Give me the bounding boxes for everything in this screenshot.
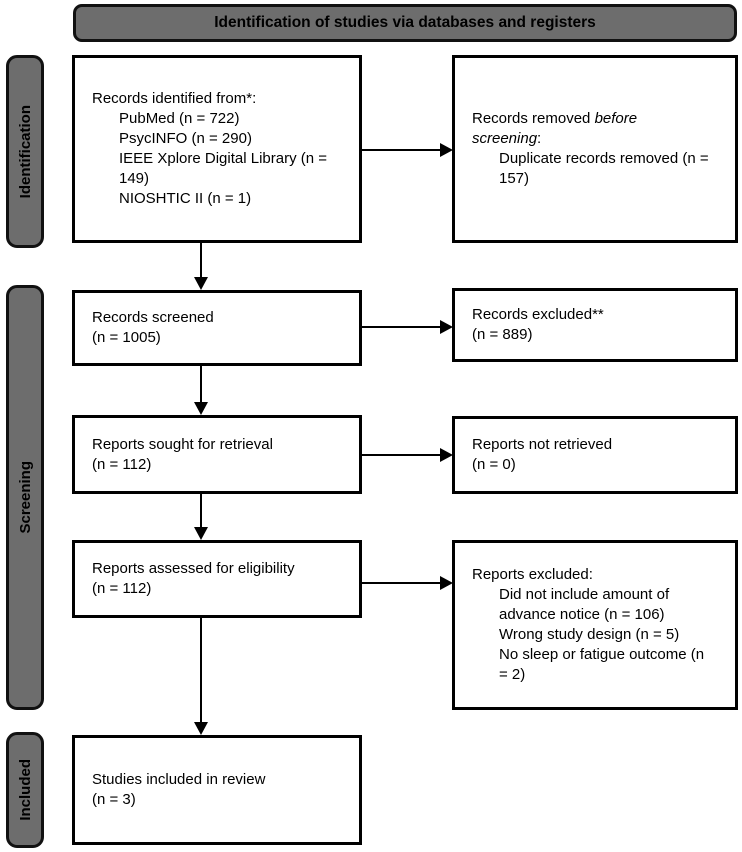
arrow-line-assessed-to-included [200, 618, 202, 724]
arrowhead-right-icon [440, 320, 453, 334]
phase-included-label: Included [16, 759, 34, 821]
sidebar-phase-screening: Screening [6, 285, 44, 710]
box-records-excluded: Records excluded** (n = 889) [452, 288, 738, 362]
arrowhead-right-icon [440, 576, 453, 590]
box-reports-not-retrieved: Reports not retrieved (n = 0) [452, 416, 738, 494]
records-excluded-line2: (n = 889) [472, 326, 533, 343]
reports-sought-line2: (n = 112) [92, 455, 152, 473]
arrow-line-assessed-to-excluded [362, 582, 442, 584]
diagram-header-label: Identification of studies via databases … [214, 14, 596, 31]
arrow-line-sought-to-assessed [200, 494, 202, 528]
records-removed-item: Duplicate records removed (n = 157) [499, 150, 709, 187]
records-identified-item: PsycINFO (n = 290) [119, 130, 252, 147]
studies-included-line1: Studies included in review [92, 771, 266, 788]
arrow-line-screened-to-excluded [362, 326, 442, 328]
box-reports-excluded: Reports excluded: Did not include amount… [452, 540, 738, 710]
sidebar-phase-included: Included [6, 732, 44, 848]
reports-not-retrieved-line2: (n = 0) [472, 456, 516, 473]
arrow-line-sought-to-notretrieved [362, 454, 442, 456]
reports-assessed-line2: (n = 112) [92, 580, 152, 597]
reports-sought-line1: Reports sought for retrieval [92, 435, 273, 453]
box-records-identified: Records identified from*: PubMed (n = 72… [72, 55, 362, 243]
arrow-line-identified-to-screened [200, 243, 202, 279]
phase-screening-label: Screening [16, 461, 34, 534]
studies-included-line2: (n = 3) [92, 791, 136, 808]
records-identified-item: IEEE Xplore Digital Library (n = 149) [119, 150, 328, 187]
arrow-line-identified-to-removed [362, 149, 442, 151]
reports-assessed-line1: Reports assessed for eligibility [92, 560, 295, 577]
box-reports-sought: Reports sought for retrieval (n = 112) [72, 415, 362, 494]
arrowhead-down-icon [194, 277, 208, 290]
arrowhead-down-icon [194, 402, 208, 415]
reports-excluded-item: Did not include amount of advance notice… [499, 586, 670, 623]
reports-not-retrieved-line1: Reports not retrieved [472, 436, 613, 453]
sidebar-phase-identification: Identification [6, 55, 44, 248]
records-removed-title: Records removed before screening: [472, 109, 715, 149]
records-screened-line1: Records screened [92, 309, 214, 326]
records-removed-title-colon: : [537, 130, 542, 147]
phase-identification-label: Identification [16, 104, 34, 199]
reports-excluded-title: Reports excluded: [472, 566, 593, 583]
reports-excluded-item: Wrong study design (n = 5) [499, 626, 680, 643]
box-records-identified-title: Records identified from*: [92, 90, 257, 107]
records-removed-title-italic: before [594, 110, 638, 127]
records-excluded-line1: Records excluded** [472, 306, 604, 323]
diagram-header: Identification of studies via databases … [73, 4, 737, 42]
arrow-line-screened-to-sought [200, 366, 202, 404]
arrowhead-down-icon [194, 722, 208, 735]
records-identified-item: NIOSHTIC II (n = 1) [119, 190, 252, 207]
records-screened-line2: (n = 1005) [92, 329, 161, 346]
box-records-removed: Records removed before screening: Duplica… [452, 55, 738, 243]
arrowhead-right-icon [440, 143, 453, 157]
box-studies-included: Studies included in review (n = 3) [72, 735, 362, 845]
arrowhead-down-icon [194, 527, 208, 540]
records-removed-title-italic2: screening [472, 130, 538, 147]
arrowhead-right-icon [440, 448, 453, 462]
box-reports-assessed: Reports assessed for eligibility (n = 11… [72, 540, 362, 618]
box-records-screened: Records screened (n = 1005) [72, 290, 362, 366]
records-identified-item: PubMed (n = 722) [119, 110, 240, 127]
reports-excluded-item: No sleep or fatigue outcome (n = 2) [499, 646, 705, 683]
records-removed-title-normal: Records removed [472, 110, 595, 127]
